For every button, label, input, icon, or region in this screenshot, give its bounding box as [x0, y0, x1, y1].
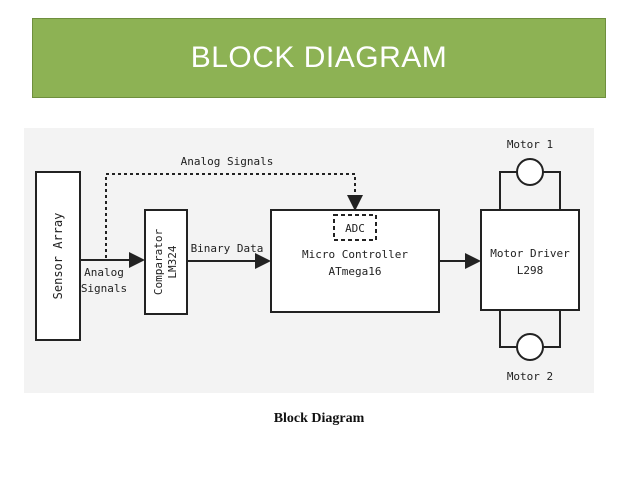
sensor-array-label: Sensor Array	[51, 213, 65, 300]
comparator-model: LM324	[166, 245, 179, 278]
motor1-wire-left	[499, 171, 517, 210]
motor1-symbol	[516, 158, 544, 186]
motor2-wire-left	[499, 310, 517, 348]
analog-signals-top-label: Analog Signals	[181, 155, 274, 168]
motor-driver-block	[480, 209, 580, 311]
motor1-wire-right	[543, 171, 561, 210]
microcontroller-model: ATmega16	[329, 265, 382, 278]
title-banner: BLOCK DIAGRAM	[32, 18, 606, 98]
sensor-array-block	[35, 171, 81, 341]
analog-label-line1: Analog	[84, 266, 124, 279]
adc-block	[333, 214, 377, 241]
motor1-label: Motor 1	[507, 138, 553, 151]
analog-label-line2: Signals	[81, 282, 127, 295]
diagram-caption: Block Diagram	[273, 411, 365, 426]
adc-label: ADC	[345, 222, 365, 235]
motor2-label: Motor 2	[507, 370, 553, 383]
microcontroller-label: Micro Controller	[302, 248, 408, 261]
motor2-wire-right	[543, 310, 561, 348]
analog-dashed-path	[105, 173, 363, 258]
motor-driver-model: L298	[517, 264, 544, 277]
slide-title: BLOCK DIAGRAM	[190, 41, 448, 74]
binary-data-label: Binary Data	[191, 242, 264, 255]
motor-driver-label: Motor Driver	[490, 247, 570, 260]
comparator-label: Comparator	[152, 229, 165, 296]
motor2-symbol	[516, 333, 544, 361]
